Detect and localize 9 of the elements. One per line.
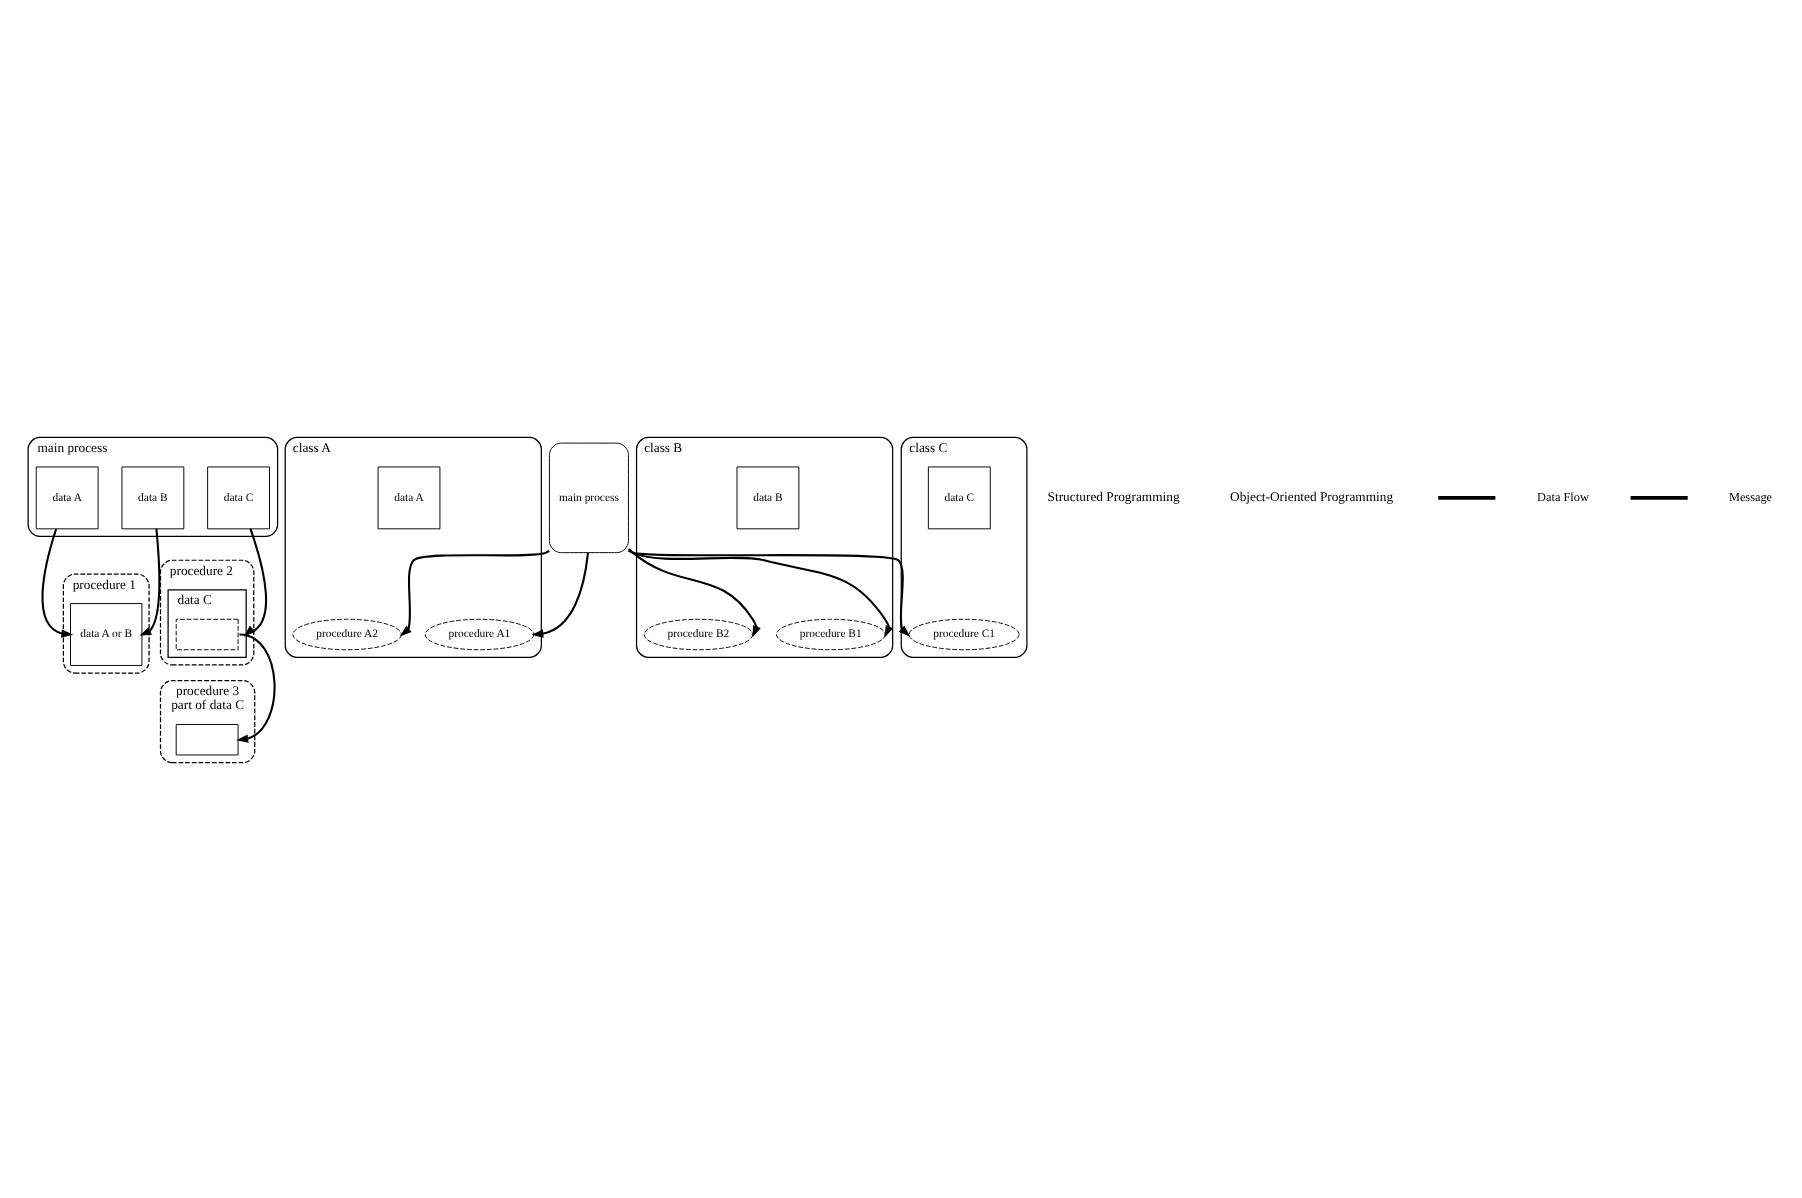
arrow: [531, 551, 589, 637]
arrow: [399, 548, 550, 636]
arrow: [236, 632, 276, 742]
arrow: [627, 547, 761, 637]
arrow: [243, 527, 268, 636]
arrow: [139, 527, 161, 635]
node-box: [175, 723, 239, 755]
arrow: [41, 527, 74, 637]
node-box: [175, 617, 239, 650]
